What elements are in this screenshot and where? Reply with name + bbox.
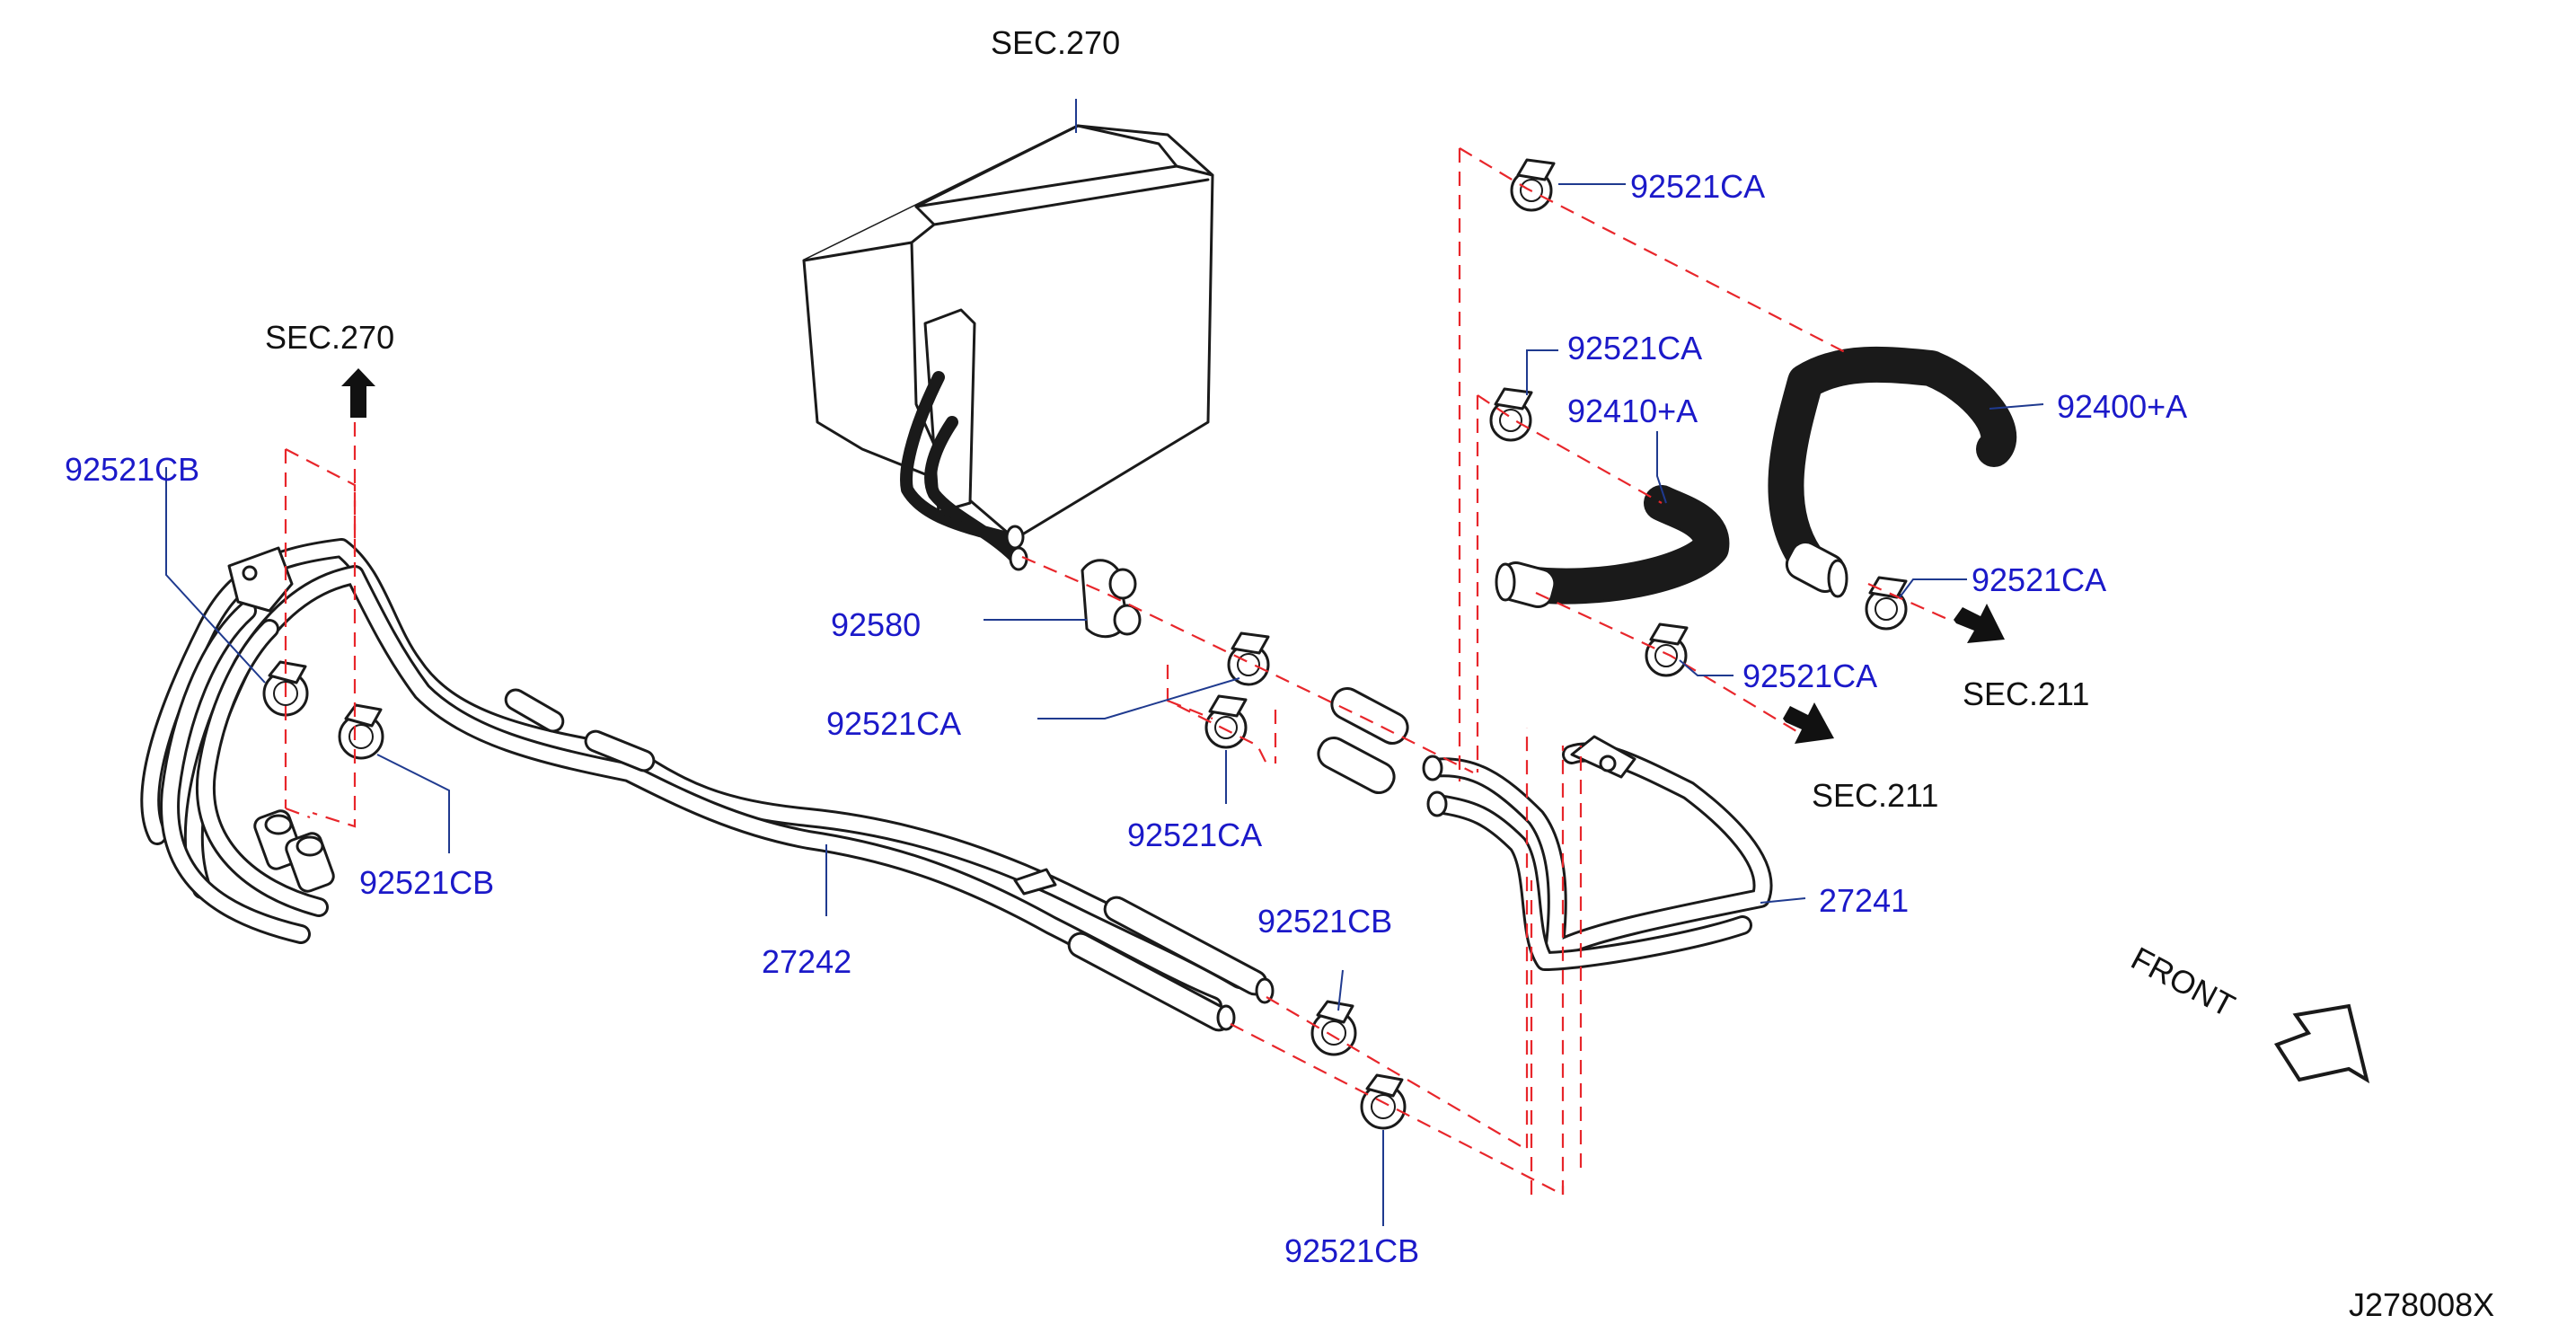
label-sec270-top: SEC.270 (991, 24, 1120, 61)
label-92521ca-left-b: 92521CA (1127, 817, 1262, 853)
label-front: FRONT (2125, 940, 2241, 1024)
front-arrow (2273, 1003, 2370, 1084)
hose-92400a (1768, 346, 2017, 598)
clamp-92521ca-top (1510, 158, 1556, 212)
diagram-code: J278008X (2349, 1286, 2494, 1323)
label-92521ca-top: 92521CA (1630, 168, 1765, 205)
label-27242: 27242 (762, 943, 851, 980)
label-27241: 27241 (1819, 882, 1909, 919)
label-92580: 92580 (831, 606, 921, 643)
label-92521ca-mid: 92521CA (1742, 658, 1877, 694)
label-sec211-mid: SEC.211 (1812, 777, 1938, 814)
label-92521ca-left-a: 92521CA (826, 705, 961, 742)
assembly-guide-lines (284, 147, 1950, 1196)
clamp-92521cb-bottom (1360, 1073, 1407, 1130)
arrow-sec211-mid (1783, 702, 1834, 744)
clamp-92521cb-mid (1310, 1000, 1357, 1056)
hose-92410a (1495, 485, 1730, 608)
label-92521ca-right: 92521CA (1972, 561, 2106, 598)
label-92410a: 92410+A (1567, 393, 1698, 429)
label-92521cb-left-bottom: 92521CB (359, 864, 494, 901)
label-sec270-left: SEC.270 (265, 319, 394, 356)
clamp-92521ca-mid (1645, 622, 1689, 677)
label-92400a: 92400+A (2057, 388, 2187, 425)
grommet (1081, 559, 1142, 639)
heater-unit (802, 124, 1214, 571)
label-92521ca-2: 92521CA (1567, 330, 1702, 366)
label-92521cb-mid: 92521CB (1257, 903, 1392, 940)
label-92521cb-left-top: 92521CB (65, 451, 199, 488)
label-92521cb-bottom: 92521CB (1284, 1232, 1419, 1269)
clamp-92521ca-left-b (1204, 694, 1248, 749)
leader-lines (165, 99, 2044, 1226)
arrow-up-sec270 (341, 368, 375, 418)
clamp-92521ca-left-a (1227, 631, 1270, 686)
clamp-92521cb-left-bottom (338, 703, 384, 760)
clamp-92521ca-right (1865, 576, 1908, 631)
label-sec211-right: SEC.211 (1963, 675, 2089, 712)
arrow-sec211-right (1954, 604, 2005, 643)
clamp-92521ca-2 (1489, 387, 1533, 442)
